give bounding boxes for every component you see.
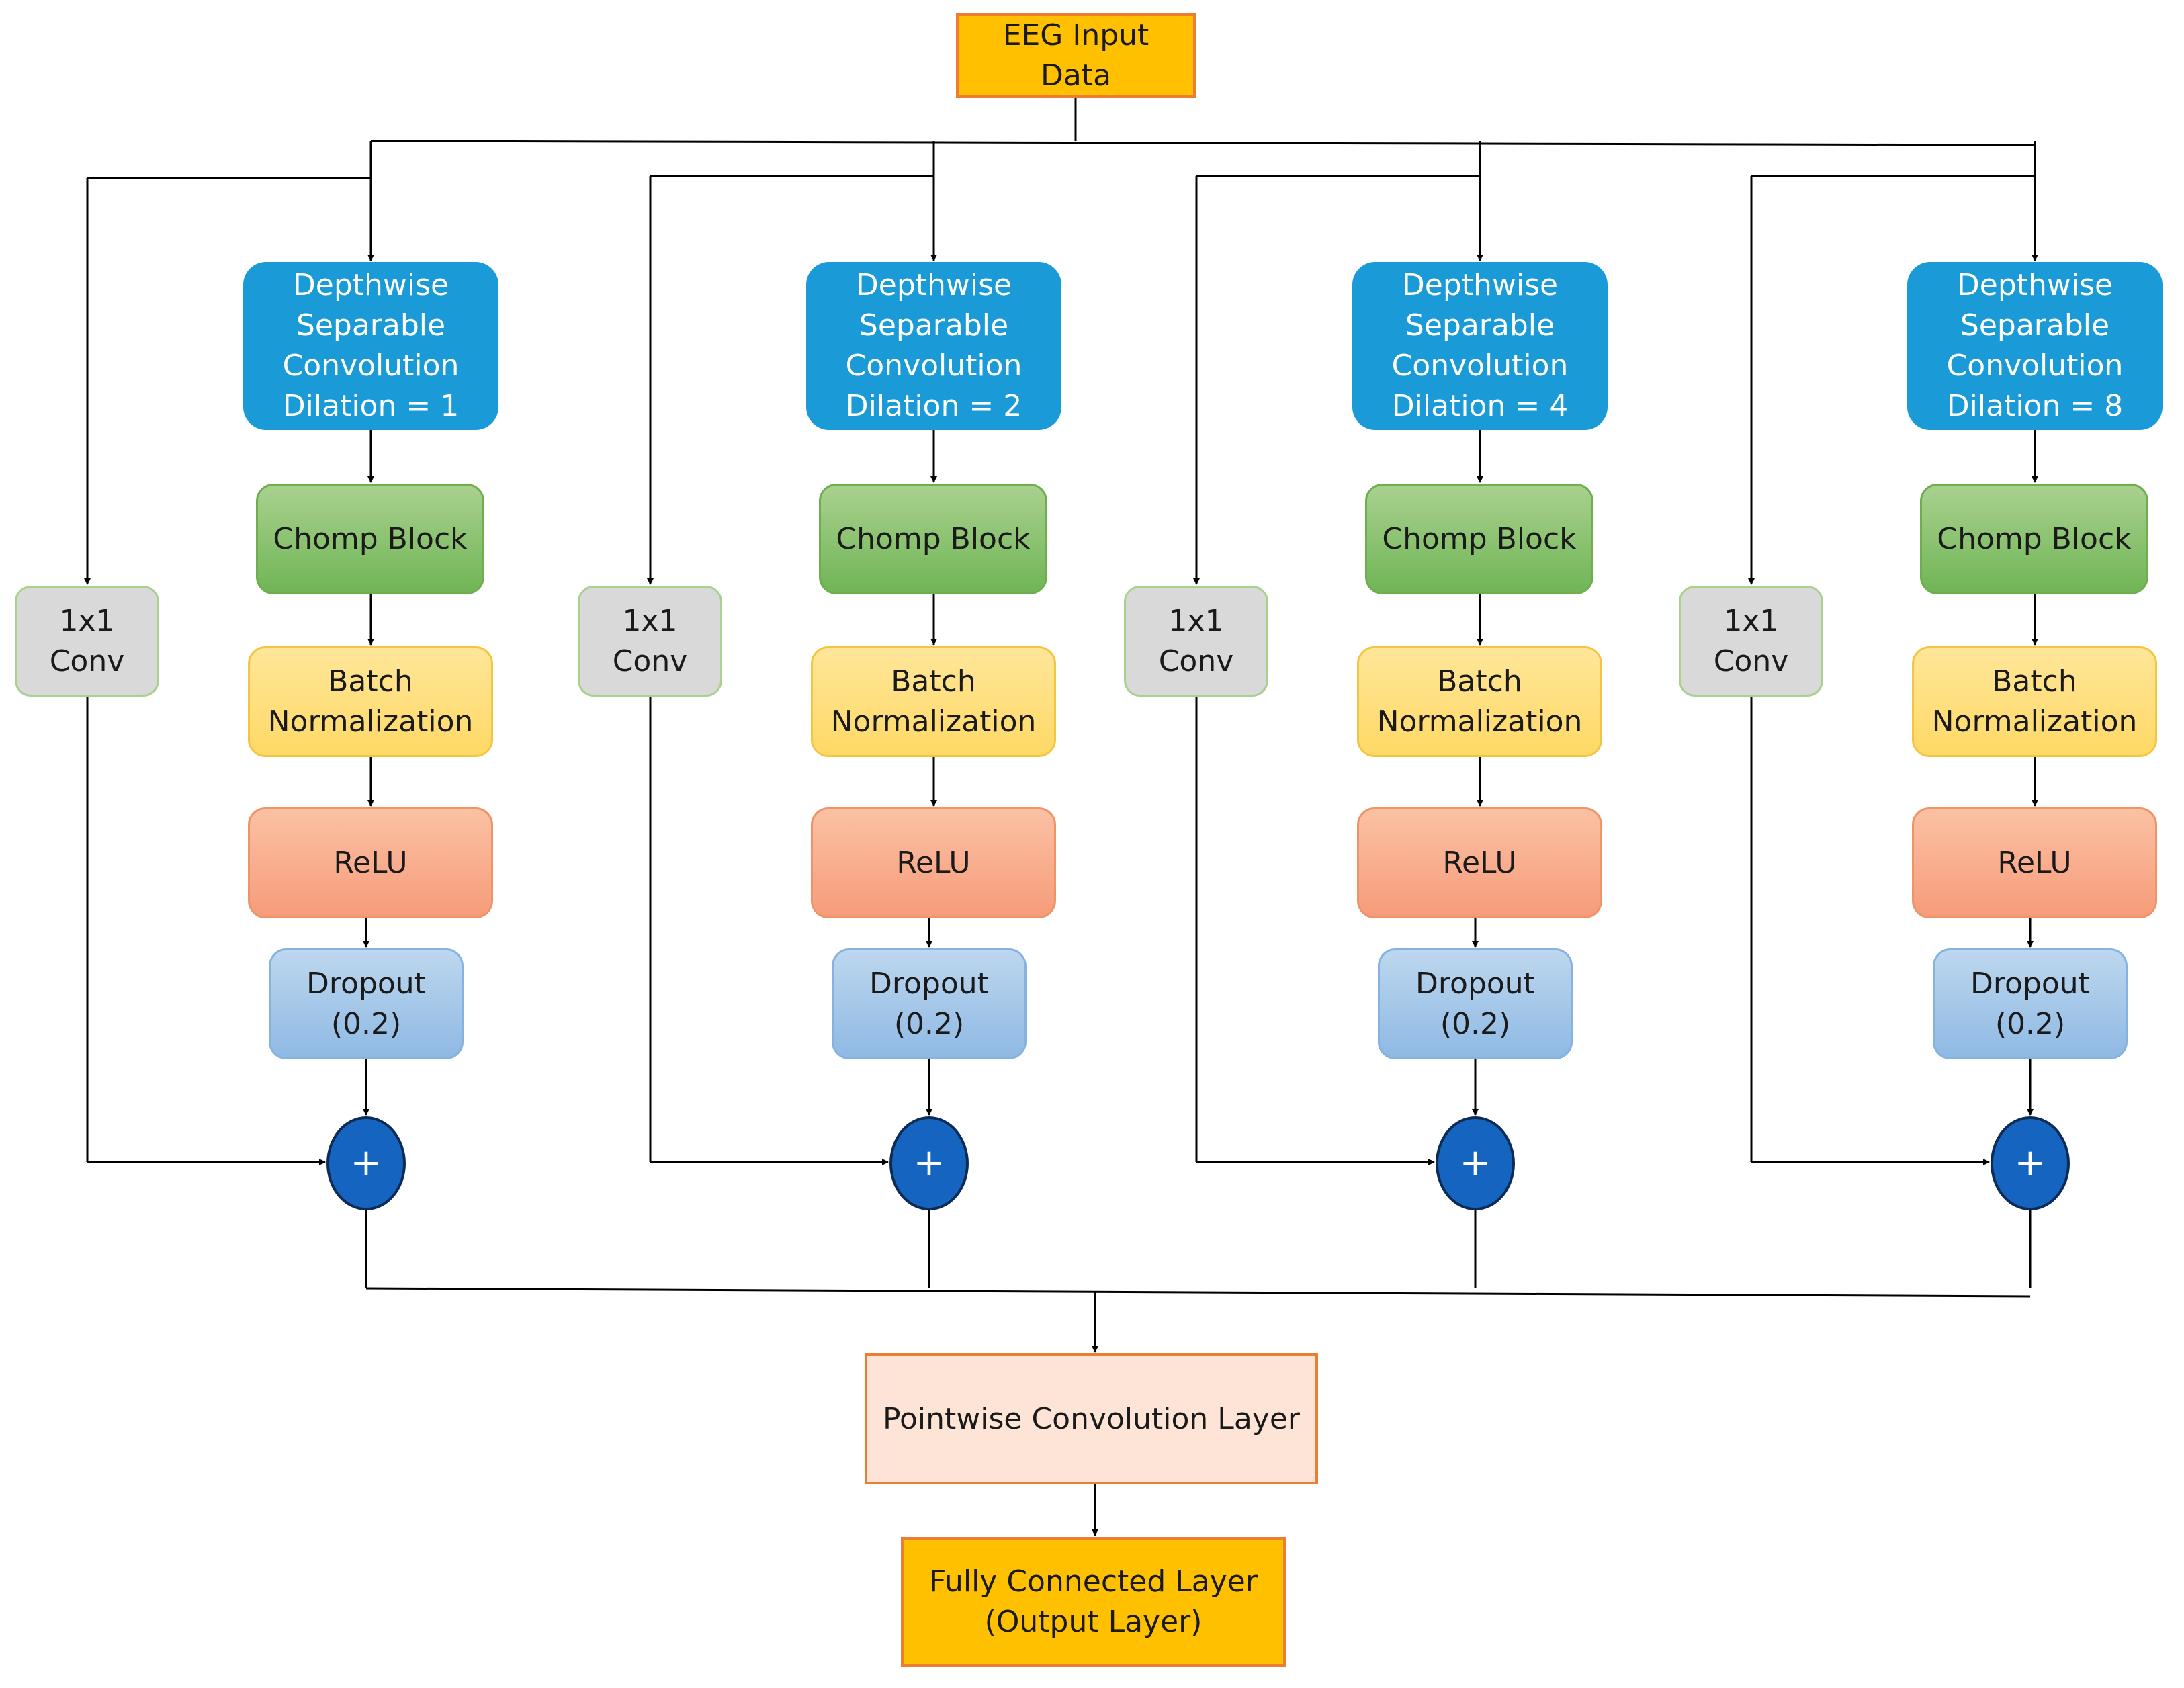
- chomp-block-box-2: Chomp Block: [819, 484, 1047, 594]
- eeg-input-label-line2: Data: [1040, 58, 1112, 93]
- conv-1x1-label-line1: 1x1: [1168, 603, 1224, 638]
- depthwise-conv-box-4: Depthwise Separable Convolution Dilation…: [1907, 262, 2163, 430]
- dropout-label-line2: (0.2): [331, 1006, 402, 1041]
- chomp-block-label: Chomp Block: [836, 521, 1031, 556]
- dsc-label-line: Depthwise: [855, 268, 1012, 302]
- dropout-label-line1: Dropout: [869, 966, 989, 1001]
- dropout-label-line2: (0.2): [1995, 1006, 2066, 1041]
- plus-symbol: +: [350, 1141, 382, 1185]
- relu-label: ReLU: [1997, 845, 2072, 880]
- dsc-dilation-label: Dilation = 1: [282, 389, 460, 423]
- dsc-label-line: Separable: [859, 308, 1009, 343]
- dsc-label-line: Depthwise: [292, 268, 449, 302]
- relu-box-2: ReLU: [811, 807, 1056, 918]
- dropout-box-2: Dropout (0.2): [832, 948, 1027, 1059]
- batch-norm-label-line2: Normalization: [1931, 704, 2138, 739]
- conv-1x1-label-line2: Conv: [1713, 643, 1789, 678]
- dsc-label-line: Depthwise: [1401, 268, 1559, 302]
- chomp-block-label: Chomp Block: [1382, 521, 1577, 556]
- batch-norm-label-line1: Batch: [1437, 664, 1522, 699]
- chomp-block-box-1: Chomp Block: [256, 484, 484, 594]
- conv-1x1-label-line1: 1x1: [1723, 603, 1779, 638]
- plus-symbol: +: [913, 1141, 945, 1185]
- batch-norm-box-3: Batch Normalization: [1357, 646, 1602, 757]
- conv-1x1-box-3: 1x1 Conv: [1124, 586, 1268, 697]
- depthwise-conv-box-2: Depthwise Separable Convolution Dilation…: [806, 262, 1061, 430]
- top-distribution-bus: [370, 140, 2034, 146]
- chomp-block-box-4: Chomp Block: [1920, 484, 2148, 594]
- pointwise-conv-label: Pointwise Convolution Layer: [883, 1401, 1300, 1436]
- batch-norm-label-line2: Normalization: [830, 704, 1037, 739]
- depthwise-conv-box-1: Depthwise Separable Convolution Dilation…: [243, 262, 498, 430]
- batch-norm-label-line1: Batch: [1992, 664, 2077, 699]
- depthwise-conv-box-3: Depthwise Separable Convolution Dilation…: [1352, 262, 1608, 430]
- dsc-label-line: Depthwise: [1956, 268, 2113, 302]
- relu-label: ReLU: [896, 845, 971, 880]
- bottom-collection-bus: [365, 1287, 2031, 1298]
- pointwise-conv-box: Pointwise Convolution Layer: [865, 1353, 1318, 1484]
- dsc-label-line: Separable: [296, 308, 446, 343]
- eeg-input-label-line1: EEG Input: [1002, 18, 1149, 52]
- dropout-label-line1: Dropout: [1415, 966, 1535, 1001]
- eeg-input-box: EEG Input Data: [956, 13, 1196, 98]
- plus-symbol: +: [1459, 1141, 1491, 1185]
- batch-norm-box-4: Batch Normalization: [1912, 646, 2157, 757]
- conv-1x1-box-1: 1x1 Conv: [15, 586, 159, 697]
- conv-1x1-box-2: 1x1 Conv: [578, 586, 722, 697]
- relu-label: ReLU: [333, 845, 408, 880]
- relu-box-3: ReLU: [1357, 807, 1602, 918]
- plus-symbol: +: [2014, 1141, 2046, 1185]
- batch-norm-box-1: Batch Normalization: [248, 646, 493, 757]
- dsc-label-line: Separable: [1960, 308, 2110, 343]
- conv-1x1-label-line2: Conv: [1158, 643, 1234, 678]
- dropout-box-4: Dropout (0.2): [1933, 948, 2128, 1059]
- dsc-label-line: Convolution: [282, 349, 460, 383]
- dropout-label-line1: Dropout: [306, 966, 426, 1001]
- dropout-box-1: Dropout (0.2): [269, 948, 464, 1059]
- relu-box-4: ReLU: [1912, 807, 2157, 918]
- dsc-dilation-label: Dilation = 4: [1391, 389, 1569, 423]
- chomp-block-box-3: Chomp Block: [1365, 484, 1593, 594]
- add-node-4: +: [1991, 1116, 2070, 1210]
- relu-label: ReLU: [1442, 845, 1517, 880]
- dropout-label-line1: Dropout: [1970, 966, 2090, 1001]
- conv-1x1-label-line2: Conv: [49, 643, 125, 678]
- chomp-block-label: Chomp Block: [1937, 521, 2132, 556]
- fully-connected-box: Fully Connected Layer (Output Layer): [901, 1537, 1286, 1667]
- conv-1x1-label-line1: 1x1: [59, 603, 115, 638]
- batch-norm-label-line2: Normalization: [267, 704, 474, 739]
- add-node-2: +: [889, 1116, 969, 1210]
- dropout-label-line2: (0.2): [893, 1006, 965, 1041]
- fully-connected-label-line1: Fully Connected Layer: [929, 1564, 1258, 1599]
- dropout-box-3: Dropout (0.2): [1378, 948, 1573, 1059]
- batch-norm-box-2: Batch Normalization: [811, 646, 1056, 757]
- add-node-1: +: [326, 1116, 406, 1210]
- dsc-dilation-label: Dilation = 2: [845, 389, 1022, 423]
- dsc-dilation-label: Dilation = 8: [1946, 389, 2124, 423]
- add-node-3: +: [1436, 1116, 1515, 1210]
- conv-1x1-label-line1: 1x1: [622, 603, 678, 638]
- batch-norm-label-line2: Normalization: [1377, 704, 1583, 739]
- batch-norm-label-line1: Batch: [328, 664, 413, 699]
- fully-connected-label-line2: (Output Layer): [984, 1604, 1203, 1639]
- relu-box-1: ReLU: [248, 807, 493, 918]
- dropout-label-line2: (0.2): [1440, 1006, 1511, 1041]
- dsc-label-line: Separable: [1405, 308, 1555, 343]
- chomp-block-label: Chomp Block: [273, 521, 468, 556]
- dsc-label-line: Convolution: [845, 349, 1022, 383]
- conv-1x1-box-4: 1x1 Conv: [1679, 586, 1823, 697]
- dsc-label-line: Convolution: [1391, 349, 1569, 383]
- dsc-label-line: Convolution: [1946, 349, 2124, 383]
- batch-norm-label-line1: Batch: [891, 664, 976, 699]
- conv-1x1-label-line2: Conv: [612, 643, 688, 678]
